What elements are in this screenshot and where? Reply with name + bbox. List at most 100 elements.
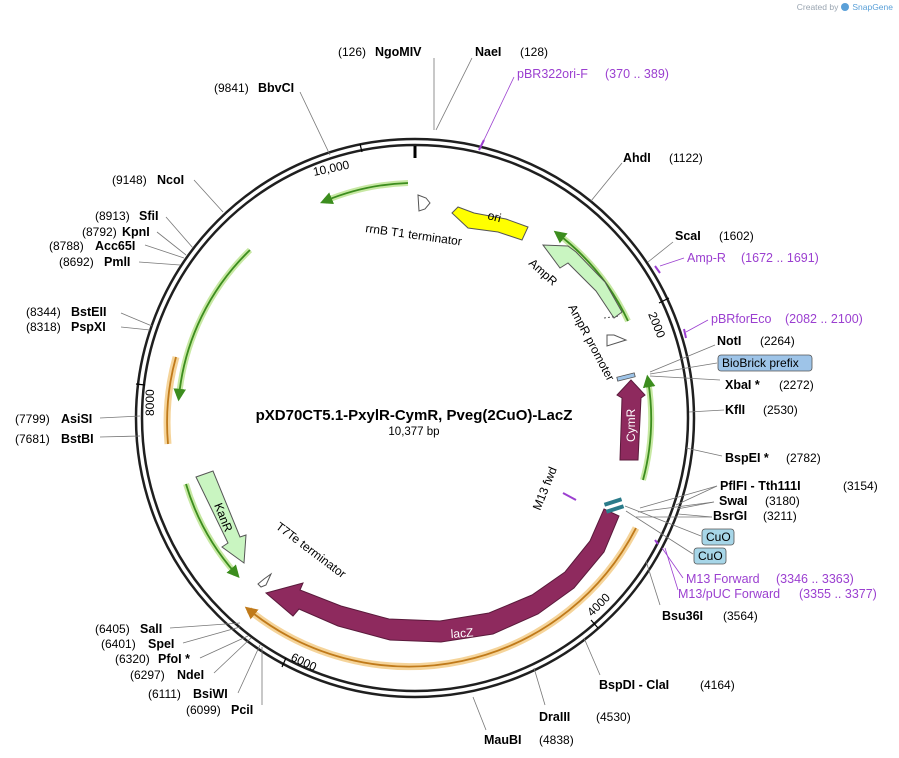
site-bsu36i[interactable]: Bsu36I (3564): [645, 560, 758, 623]
svg-text:(3211): (3211): [763, 509, 797, 523]
svg-text:BspEI *: BspEI *: [725, 451, 769, 465]
cuo-markers: [603, 497, 625, 514]
site-ndei[interactable]: (6297) NdeI: [130, 637, 252, 682]
site-spei[interactable]: (6401) SpeI: [101, 626, 241, 651]
plasmid-title: pXD70CT5.1-PxylR-CymR, Pveg(2CuO)-LacZ: [256, 407, 573, 424]
svg-text:(1602): (1602): [719, 229, 754, 243]
site-naei[interactable]: NaeI (128): [435, 45, 548, 131]
svg-text:(4164): (4164): [700, 678, 735, 692]
svg-text:(6401): (6401): [101, 637, 136, 651]
site-kpni[interactable]: (8792) KpnI: [82, 225, 187, 256]
m13-fwd-primer: M13 fwd: [530, 465, 577, 512]
primer-amp-r[interactable]: Amp-R (1672 .. 1691): [654, 251, 819, 274]
svg-text:(8344): (8344): [26, 305, 61, 319]
svg-text:Acc65I: Acc65I: [95, 239, 135, 253]
site-bsrgi[interactable]: BsrGI (3211): [636, 509, 797, 523]
site-ngomiv[interactable]: (126) NgoMIV: [338, 45, 435, 130]
svg-text:NgoMIV: NgoMIV: [375, 45, 422, 59]
svg-text:(2264): (2264): [760, 334, 795, 348]
biobrick-prefix-label[interactable]: BioBrick prefix: [649, 354, 813, 375]
svg-text:(128): (128): [520, 45, 548, 59]
site-swai[interactable]: SwaI (3180): [637, 494, 800, 513]
svg-text:(8692): (8692): [59, 255, 94, 269]
site-pcii[interactable]: (6099) PciI: [186, 647, 263, 717]
site-xbai[interactable]: XbaI * (2272): [649, 375, 814, 392]
lacz-feature: lacZ: [264, 508, 620, 643]
site-pmli[interactable]: (8692) PmlI: [59, 255, 181, 269]
primer-pbrforeco[interactable]: pBRforEco (2082 .. 2100): [683, 312, 863, 339]
svg-text:(7799): (7799): [15, 412, 50, 426]
svg-text:DraIII: DraIII: [539, 710, 570, 724]
tick-2000: 2000: [645, 297, 670, 340]
orange-orf-arcs: [163, 356, 640, 671]
svg-text:(2272): (2272): [779, 378, 814, 392]
site-maubi[interactable]: MauBI (4838): [472, 696, 574, 747]
svg-text:(2782): (2782): [786, 451, 821, 465]
site-bsiwi[interactable]: (6111) BsiWI: [148, 644, 261, 701]
site-pflfi[interactable]: PflFI - Tth111I (3154): [639, 479, 878, 509]
svg-text:(8792): (8792): [82, 225, 117, 239]
cuo-label-1[interactable]: CuO: [624, 505, 735, 546]
site-acc65i[interactable]: (8788) Acc65I: [49, 239, 185, 259]
svg-text:(7681): (7681): [15, 432, 50, 446]
svg-text:CuO: CuO: [706, 530, 731, 544]
svg-text:NotI: NotI: [717, 334, 741, 348]
primer-m13-puc[interactable]: M13/pUC Forward (3355 .. 3377): [664, 547, 877, 601]
site-bsteii[interactable]: (8344) BstEII: [26, 305, 153, 327]
m13-fwd-label: M13 fwd: [530, 465, 560, 512]
snapgene-logo-icon: [841, 3, 850, 11]
svg-text:(6320): (6320): [115, 652, 150, 666]
svg-text:(126): (126): [338, 45, 366, 59]
svg-text:KflI: KflI: [725, 403, 745, 417]
site-bstbi[interactable]: (7681) BstBI: [15, 432, 141, 446]
site-kfli[interactable]: KflI (2530): [688, 403, 798, 417]
svg-text:BsrGI: BsrGI: [713, 509, 747, 523]
site-draiii[interactable]: DraIII (4530): [533, 667, 631, 724]
primer-pbr322ori[interactable]: pBR322ori-F (370 .. 389): [478, 67, 669, 151]
svg-text:PflFI - Tth111I: PflFI - Tth111I: [720, 479, 801, 493]
cuo-label-2[interactable]: CuO: [625, 510, 727, 565]
svg-text:SpeI: SpeI: [148, 637, 174, 651]
svg-text:SwaI: SwaI: [719, 494, 748, 508]
svg-text:NdeI: NdeI: [177, 668, 204, 682]
svg-text:(8788): (8788): [49, 239, 84, 253]
svg-text:PciI: PciI: [231, 703, 253, 717]
site-ncoi[interactable]: (9148) NcoI: [112, 173, 224, 213]
site-bbvci[interactable]: (9841) BbvCI: [214, 81, 331, 156]
site-pfoi[interactable]: (6320) PfoI *: [115, 635, 249, 666]
svg-text:AhdI: AhdI: [623, 151, 651, 165]
primer-m13-forward[interactable]: M13 Forward (3346 .. 3363): [654, 539, 854, 586]
svg-text:NcoI: NcoI: [157, 173, 184, 187]
site-bspdi[interactable]: BspDI - ClaI (4164): [583, 637, 735, 692]
site-bspei[interactable]: BspEI * (2782): [685, 447, 821, 465]
cymr-feature: CymR: [616, 379, 646, 461]
tick-6000: 6000: [281, 650, 319, 674]
lacz-label: lacZ: [450, 625, 474, 641]
site-noti[interactable]: NotI (2264): [649, 334, 795, 373]
svg-text:(1672 .. 1691): (1672 .. 1691): [741, 251, 819, 265]
site-scai[interactable]: ScaI (1602): [647, 229, 754, 263]
orf-arc-left: [176, 247, 253, 397]
svg-text:(1122): (1122): [669, 151, 703, 165]
svg-text:(2082 .. 2100): (2082 .. 2100): [785, 312, 863, 326]
site-sfii[interactable]: (8913) SfiI: [95, 209, 194, 249]
svg-text:SalI: SalI: [140, 622, 162, 636]
svg-text:Amp-R: Amp-R: [687, 251, 726, 265]
svg-text:(370 .. 389): (370 .. 389): [605, 67, 669, 81]
svg-text:(3355 .. 3377): (3355 .. 3377): [799, 587, 877, 601]
snapgene-branding: Created by SnapGene: [797, 2, 893, 12]
rrnb-label: rrnB T1 terminator: [365, 221, 463, 248]
site-sali[interactable]: (6405) SalI: [95, 622, 241, 636]
site-pspxi[interactable]: (8318) PspXI: [26, 320, 151, 334]
svg-text:pBR322ori-F: pBR322ori-F: [517, 67, 588, 81]
tick-label-10000: 10,000: [312, 158, 351, 179]
svg-text:PspXI: PspXI: [71, 320, 106, 334]
orf-arcs: [173, 180, 656, 579]
svg-text:(2530): (2530): [763, 403, 798, 417]
site-asisi[interactable]: (7799) AsiSI: [15, 412, 141, 426]
site-ahdi[interactable]: AhdI (1122): [590, 151, 703, 202]
kanr-feature: KanR: [195, 470, 247, 564]
svg-text:(3154): (3154): [843, 479, 878, 493]
tick-label-2000: 2000: [645, 310, 668, 340]
